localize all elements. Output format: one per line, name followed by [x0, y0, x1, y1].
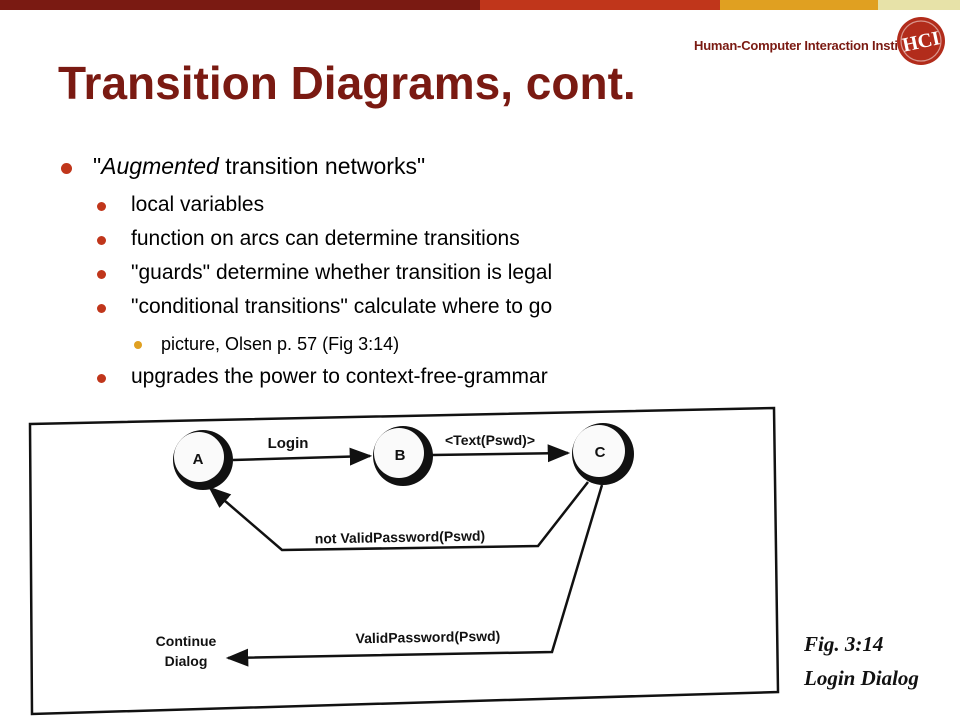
bullet-picture-olsen: picture, Olsen p. 57 (Fig 3:14)	[161, 334, 400, 354]
edge-label-not-valid-password: not ValidPassword(Pswd)	[315, 528, 486, 547]
state-node-a: A	[173, 430, 233, 490]
bullet-augmented-rest: transition networks"	[218, 153, 426, 179]
bullet-dot	[97, 270, 106, 279]
bullet-dot	[97, 304, 106, 313]
edge-login	[232, 447, 373, 466]
bullet-dot	[97, 374, 106, 383]
figure-caption-name: Login Dialog	[804, 666, 919, 690]
bullet-dot	[97, 236, 106, 245]
bullet-augmented-emph: Augmented	[101, 153, 219, 179]
stripe-segment-4	[878, 0, 960, 10]
bullet-local-variables: local variables	[131, 193, 265, 216]
bullet-context-free: upgrades the power to context-free-gramm…	[131, 365, 548, 388]
edge-not-valid-password	[208, 481, 589, 552]
bullet-augmented: "Augmented transition networks"	[93, 153, 425, 180]
end-label-line-2: Dialog	[165, 653, 208, 669]
edge-text-pswd	[431, 444, 571, 463]
figure-caption-number: Fig. 3:14	[804, 632, 884, 656]
figure-frame	[28, 406, 780, 716]
state-node-b: B	[373, 426, 433, 486]
bullet-conditional-transitions: "conditional transitions" calculate wher…	[131, 295, 553, 318]
login-transition-diagram: A B C Login <Text(Pswd)> not ValidPasswo…	[28, 406, 780, 716]
edge-label-valid-password: ValidPassword(Pswd)	[355, 628, 500, 647]
sub-bullet-dot	[134, 341, 142, 349]
bullet-guards: "guards" determine whether transition is…	[131, 261, 553, 284]
state-label-b: B	[395, 447, 406, 464]
hci-logo-icon: HCI	[897, 17, 945, 65]
institute-name: Human-Computer Interaction Institute	[694, 38, 921, 53]
stripe-segment-2	[480, 0, 720, 10]
stripe-segment-1	[0, 0, 480, 10]
end-label-line-1: Continue	[156, 633, 217, 649]
bullet-function-on-arcs: function on arcs can determine transitio…	[131, 227, 520, 250]
top-color-stripe	[0, 0, 960, 10]
bullet-dot	[97, 202, 106, 211]
state-label-c: C	[595, 444, 606, 461]
bullet-augmented-prefix: "	[93, 153, 102, 179]
state-node-c: C	[572, 423, 634, 485]
slide-title: Transition Diagrams, cont.	[58, 57, 636, 109]
edge-label-login: Login	[268, 435, 309, 452]
edge-valid-password	[225, 484, 604, 667]
stripe-segment-3	[720, 0, 878, 10]
bullet-dot	[61, 163, 72, 174]
state-label-a: A	[193, 451, 204, 468]
edge-label-text-pswd: <Text(Pswd)>	[445, 432, 535, 448]
